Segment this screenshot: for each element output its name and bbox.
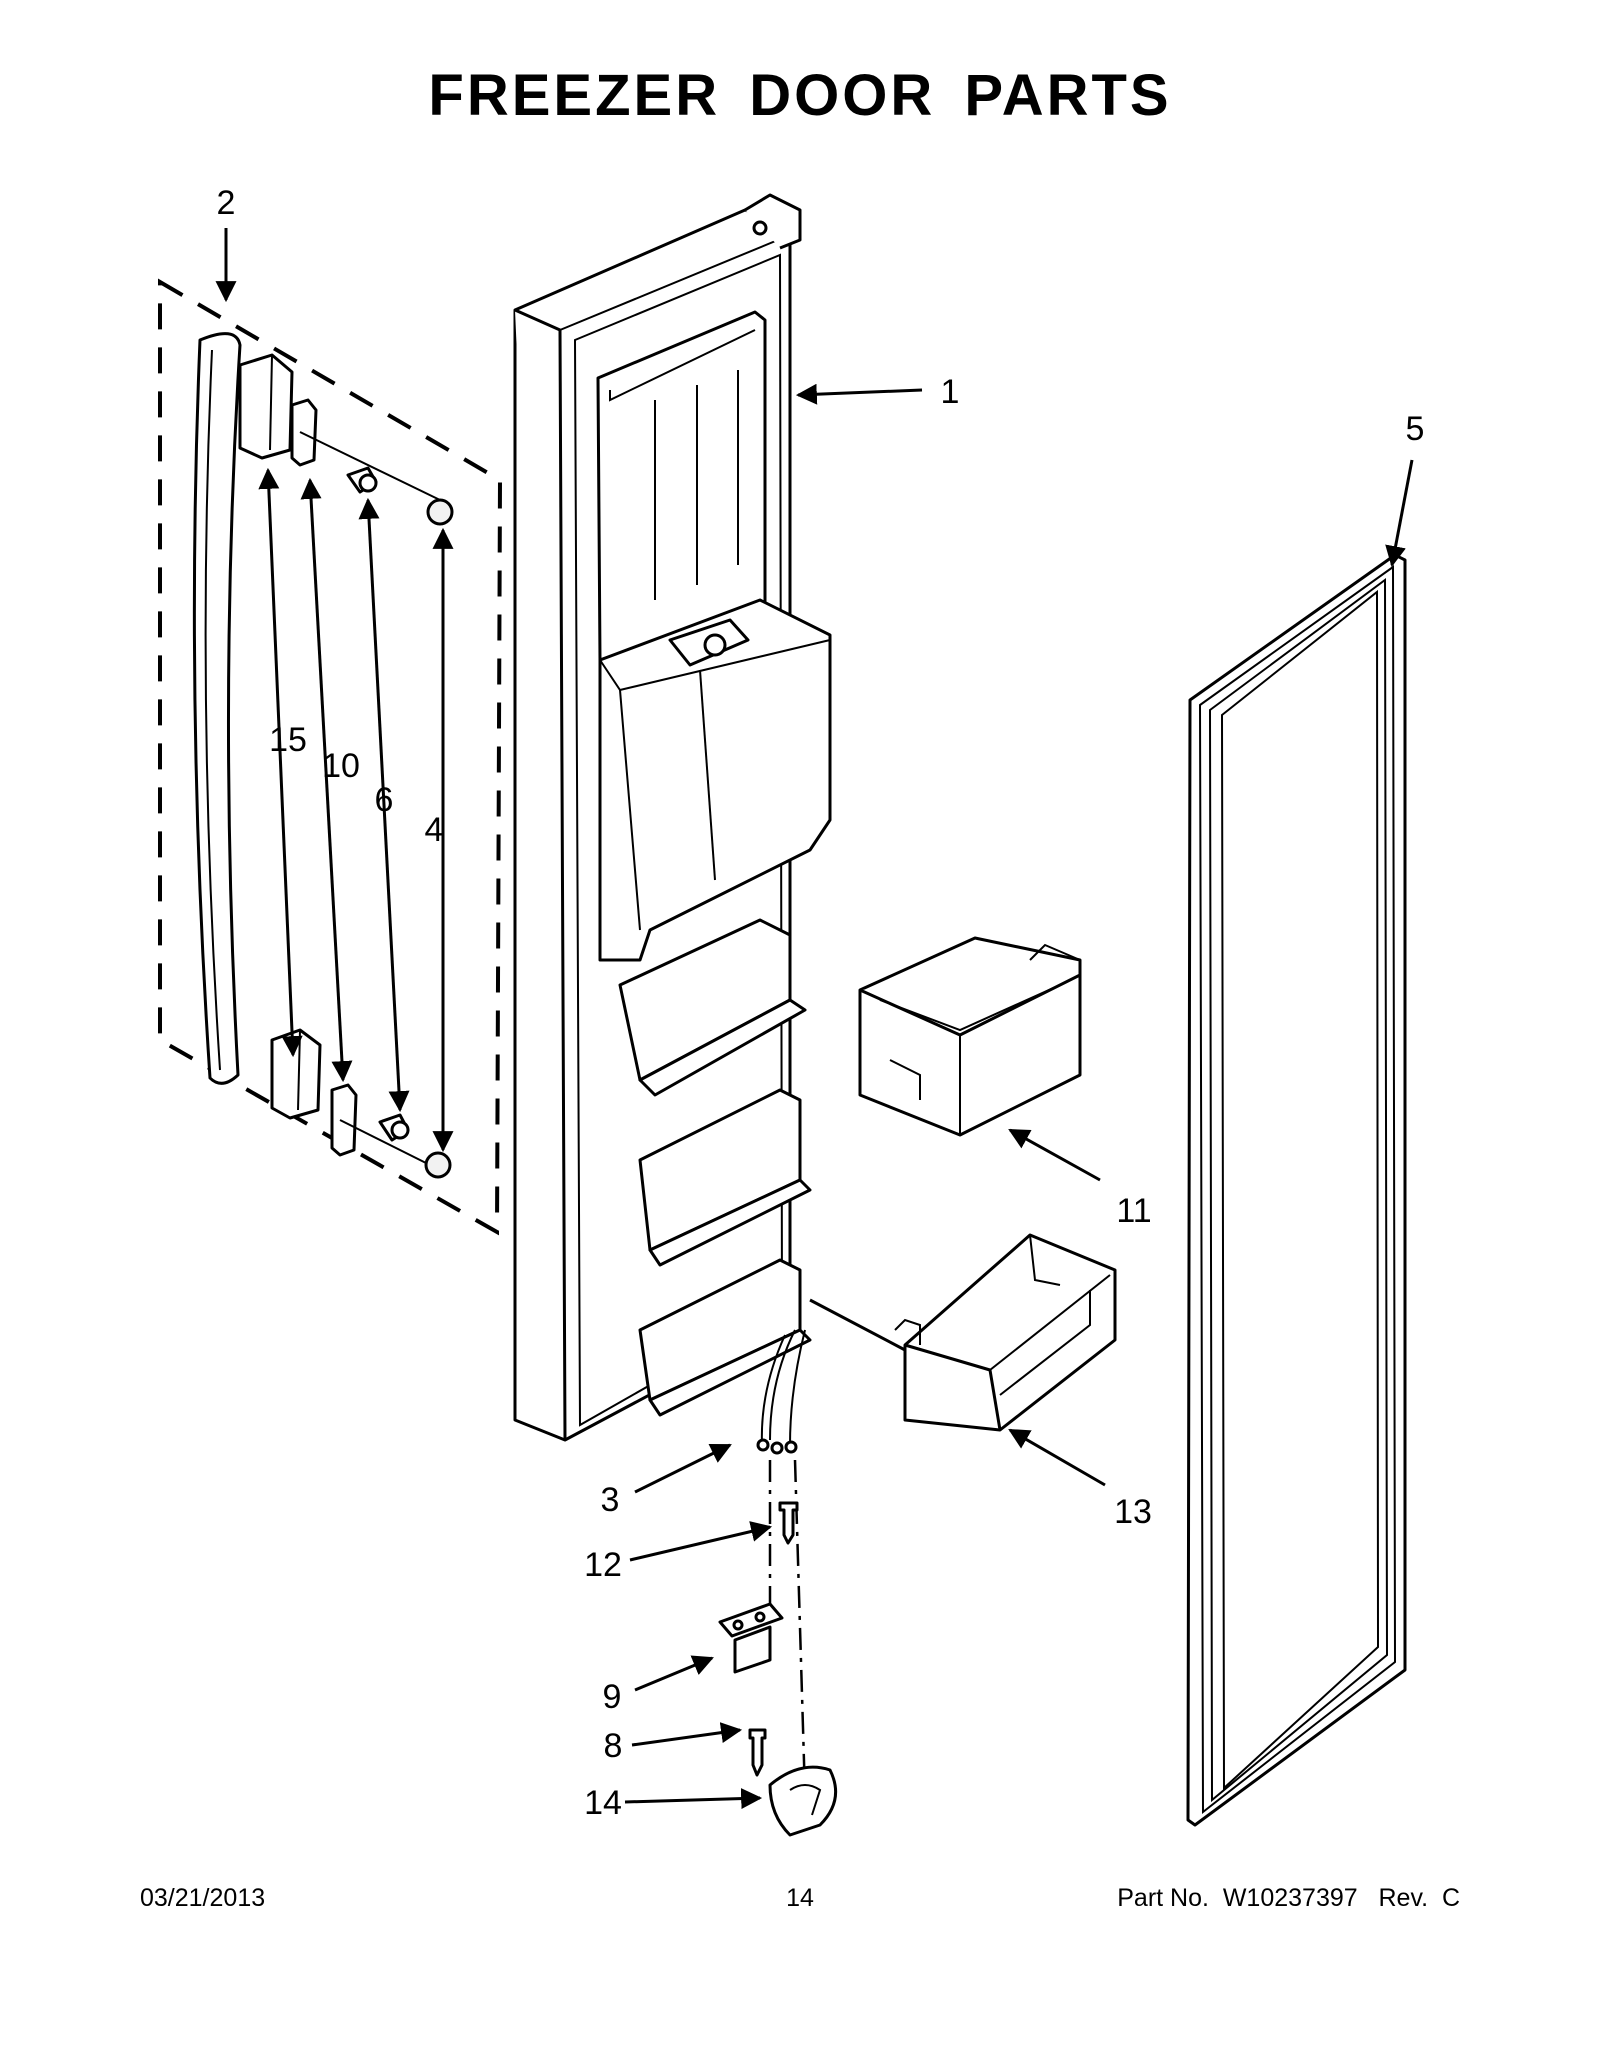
- handle-assembly-group: [158, 278, 503, 1236]
- callout-4: 4: [424, 811, 444, 849]
- door-bin: [858, 936, 1082, 1137]
- callout-1: 1: [940, 373, 960, 411]
- footer-page-number: 14: [786, 1884, 814, 1912]
- lower-end-cap: [270, 1028, 322, 1120]
- page-title: FREEZER DOOR PARTS: [428, 63, 1172, 128]
- callout-6: 6: [374, 781, 394, 819]
- hinge-screw-upper: [778, 1501, 799, 1545]
- lower-bracket: [330, 1083, 358, 1157]
- footer-date: 03/21/2013: [140, 1884, 266, 1912]
- callout-15: 15: [269, 721, 307, 759]
- handle-part: [192, 332, 242, 1085]
- upper-end-cap: [238, 353, 294, 460]
- upper-bracket: [290, 398, 318, 467]
- callout-11: 11: [1116, 1192, 1152, 1230]
- callout-9: 9: [602, 1678, 622, 1716]
- callout-14: 14: [584, 1784, 622, 1822]
- lower-bin: [809, 1233, 1117, 1432]
- hinge-screw-lower: [748, 1728, 767, 1777]
- callout-10: 10: [322, 747, 360, 785]
- callout-12: 12: [584, 1546, 622, 1584]
- footer-part-number: Part No. W10237397 Rev. C: [1117, 1884, 1460, 1912]
- lower-cap: [424, 1151, 452, 1179]
- door-gasket: [1186, 553, 1407, 1827]
- callout-3: 3: [600, 1481, 620, 1519]
- hinge-cover: [768, 1765, 838, 1837]
- upper-screw: [299, 431, 441, 501]
- upper-cap: [426, 498, 454, 526]
- lower-screw: [339, 1113, 441, 1171]
- callout-5: 5: [1405, 410, 1425, 448]
- hinge-plate: [718, 1602, 784, 1674]
- wire-harness: [760, 1329, 806, 1446]
- callout-8: 8: [603, 1727, 623, 1765]
- callout-13: 13: [1114, 1493, 1152, 1531]
- callout-2: 2: [216, 184, 236, 222]
- freezer-door: [513, 193, 832, 1455]
